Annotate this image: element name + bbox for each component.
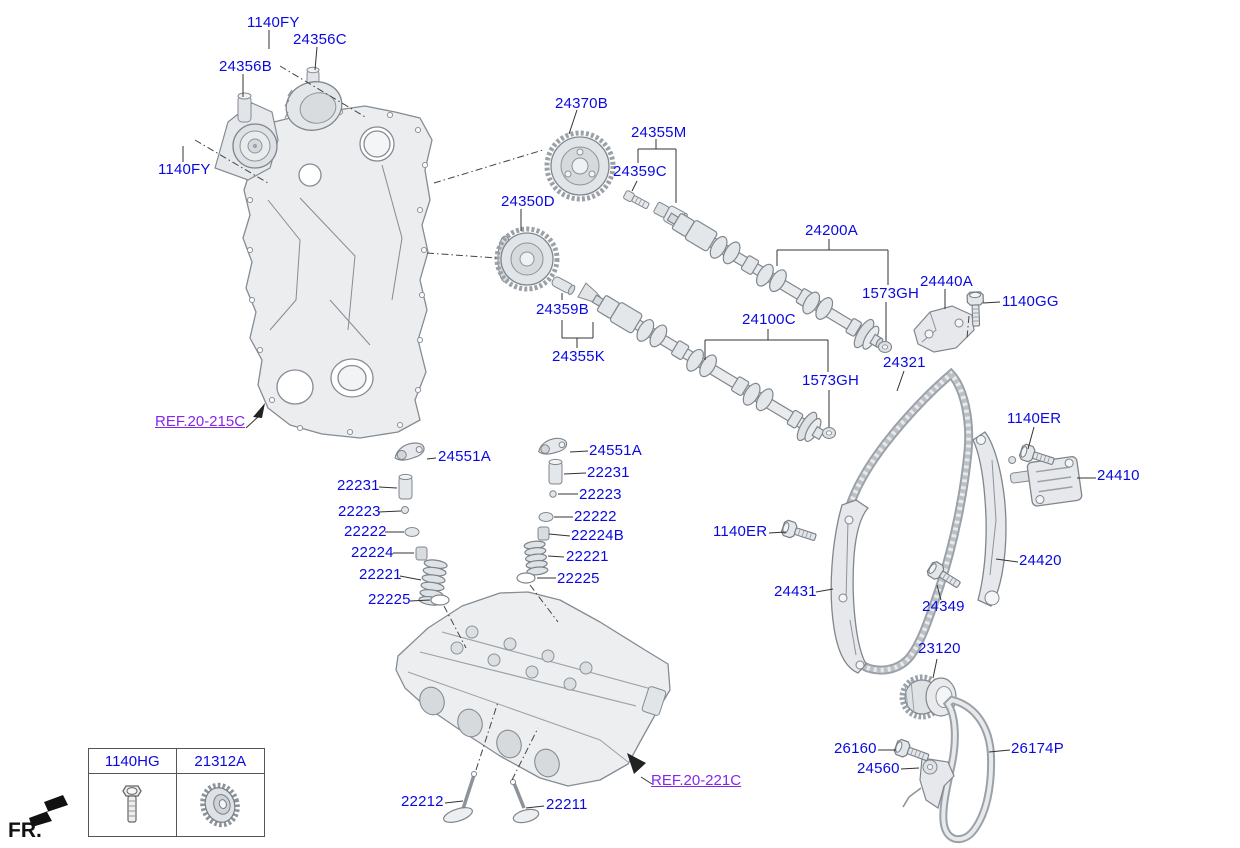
part-label-24420-35[interactable]: 24420 [1019, 552, 1062, 569]
valvetrain-right-column-drawing [516, 436, 568, 584]
assembly-axis-lines [194, 65, 970, 781]
part-label-22224-23[interactable]: 22224 [351, 544, 394, 561]
part-label-22211-42[interactable]: 22211 [546, 796, 588, 813]
part-label-24355m-5[interactable]: 24355M [631, 124, 687, 141]
ref-arrow-20-221c [627, 753, 646, 774]
timing-chain-24321-drawing [834, 367, 974, 675]
bolt-24359c-drawing [623, 190, 650, 210]
valvetrain-left-column-drawing [392, 441, 450, 606]
part-label-1140fy-0[interactable]: 1140FY [247, 14, 300, 31]
part-label-1140gg-11[interactable]: 1140GG [1002, 293, 1059, 310]
timing-cover-drawing [242, 105, 433, 439]
part-label-24349-36[interactable]: 24349 [922, 598, 965, 615]
bolt-icon [89, 774, 177, 836]
part-label-23120-37[interactable]: 23120 [918, 640, 961, 657]
part-label-1140fy-3[interactable]: 1140FY [158, 161, 211, 178]
part-label-24551a-19[interactable]: 24551A [438, 448, 491, 465]
part-label-1140er-17[interactable]: 1140ER [1007, 410, 1062, 427]
oil-pump-chain-26174p-drawing [939, 695, 996, 844]
cvvt-sprocket-24370b-drawing [544, 130, 616, 202]
bolt-1140er-left-drawing [779, 518, 819, 546]
part-label-22221-31[interactable]: 22221 [566, 548, 609, 565]
part-label-22231-27[interactable]: 22231 [587, 464, 630, 481]
ref-link-20-215c[interactable]: REF.20-215C [155, 413, 246, 430]
part-label-24100c-12[interactable]: 24100C [742, 311, 796, 328]
tensioner-arm-24420-drawing [972, 431, 1007, 607]
part-label-1140er-33[interactable]: 1140ER [713, 523, 768, 540]
part-label-22223-28[interactable]: 22223 [579, 486, 622, 503]
bracket-24440a-drawing [913, 305, 975, 353]
part-label-1573gh-9[interactable]: 1573GH [862, 285, 920, 302]
leader-lines [182, 30, 1096, 809]
seal-washer-1573gh-exhaust-drawing [877, 340, 893, 354]
part-label-24440a-10[interactable]: 24440A [920, 273, 973, 290]
ref-arrow-20-215c [253, 403, 265, 418]
part-label-24560-39[interactable]: 24560 [857, 760, 900, 777]
cvvt-sprocket-24350d-drawing [494, 226, 560, 292]
part-label-1573gh-13[interactable]: 1573GH [802, 372, 860, 389]
part-label-24410-18[interactable]: 24410 [1097, 467, 1140, 484]
cylinder-head-drawing [395, 591, 671, 787]
legend-part-number-21312a[interactable]: 21312A [176, 749, 264, 774]
part-label-22223-21[interactable]: 22223 [338, 503, 381, 520]
intake-valve-22211-drawing [510, 779, 540, 824]
front-direction-label: FR. [8, 819, 42, 842]
part-label-22222-22[interactable]: 22222 [344, 523, 387, 540]
exhaust-valve-22212-drawing [443, 771, 477, 823]
part-label-22225-32[interactable]: 22225 [557, 570, 600, 587]
part-label-24359b-15[interactable]: 24359B [536, 301, 589, 318]
part-label-24359c-6[interactable]: 24359C [613, 163, 667, 180]
part-label-24355k-16[interactable]: 24355K [552, 348, 605, 365]
part-label-24370b-4[interactable]: 24370B [555, 95, 608, 112]
part-label-24431-34[interactable]: 24431 [774, 583, 817, 600]
part-label-26160-38[interactable]: 26160 [834, 740, 877, 757]
crank-sprocket-23120-drawing [899, 674, 957, 720]
ref-link-20-221c[interactable]: REF.20-221C [651, 772, 742, 789]
part-label-22225-25[interactable]: 22225 [368, 591, 411, 608]
intake-camshaft-24100c-drawing [591, 294, 825, 443]
part-label-22212-41[interactable]: 22212 [401, 793, 444, 810]
cvvt-actuator-24356c-drawing [284, 66, 343, 131]
legend-part-number-1140hg[interactable]: 1140HG [89, 749, 177, 774]
sprocket-icon [177, 774, 265, 836]
chain-guide-24431-drawing [830, 499, 869, 674]
pin-24359b-drawing [551, 276, 576, 295]
part-label-22222-29[interactable]: 22222 [574, 508, 617, 525]
cvvt-actuator-24356b-drawing [214, 92, 279, 181]
part-label-24356c-1[interactable]: 24356C [293, 31, 347, 48]
part-label-22221-24[interactable]: 22221 [359, 566, 402, 583]
exhaust-camshaft-24200a-drawing [666, 212, 884, 350]
part-label-24321-14[interactable]: 24321 [883, 354, 926, 371]
part-label-24356b-2[interactable]: 24356B [219, 58, 272, 75]
part-label-24350d-7[interactable]: 24350D [501, 193, 555, 210]
oil-chain-tensioner-24560-drawing [902, 757, 955, 809]
part-label-22224b-30[interactable]: 22224B [571, 527, 624, 544]
part-label-24551a-26[interactable]: 24551A [589, 442, 642, 459]
part-label-26174p-40[interactable]: 26174P [1011, 740, 1064, 757]
part-label-24200a-8[interactable]: 24200A [805, 222, 858, 239]
part-label-22231-20[interactable]: 22231 [337, 477, 380, 494]
seal-washer-1573gh-intake-drawing [821, 426, 837, 440]
fastener-legend-table: 1140HG 21312A [88, 748, 265, 837]
front-direction-arrow-icon [29, 795, 68, 827]
